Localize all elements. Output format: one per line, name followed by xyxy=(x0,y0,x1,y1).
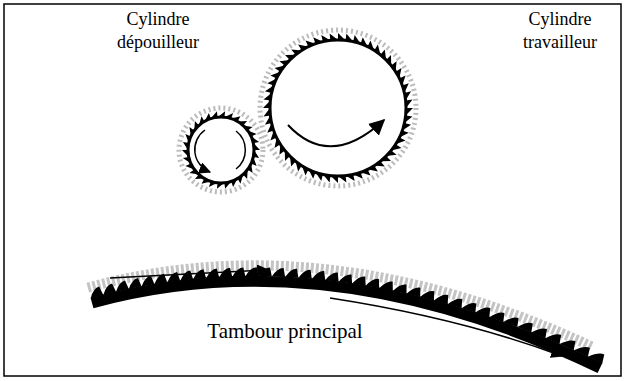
fibre-fringe xyxy=(260,30,416,186)
fibre-fringe xyxy=(179,108,263,192)
frame-border xyxy=(4,4,621,376)
worker-cylinder xyxy=(270,40,406,176)
direction-arrow xyxy=(330,298,562,356)
rotation-arrow xyxy=(195,130,210,172)
part-label: Cylindre dépouilleur xyxy=(98,8,218,53)
card-teeth xyxy=(263,33,413,183)
part-label: Tambour principal xyxy=(155,318,415,344)
card-teeth xyxy=(182,111,260,189)
part-label: Cylindre travailleur xyxy=(505,8,615,53)
stripper-cylinder xyxy=(188,117,254,183)
rotation-arc xyxy=(236,131,245,169)
rotation-arrow xyxy=(288,120,384,146)
card-teeth xyxy=(91,267,605,363)
direction-arrow xyxy=(110,270,268,278)
card-teeth xyxy=(91,33,605,364)
